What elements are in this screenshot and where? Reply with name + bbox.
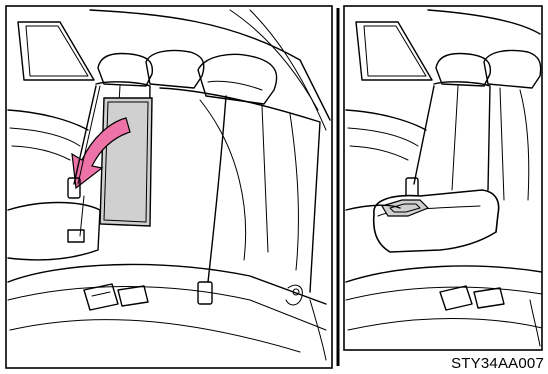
right-panel xyxy=(344,6,542,350)
left-panel-frame xyxy=(6,6,332,368)
left-panel xyxy=(6,6,332,368)
figure-code: STY34AA007 xyxy=(451,355,544,372)
